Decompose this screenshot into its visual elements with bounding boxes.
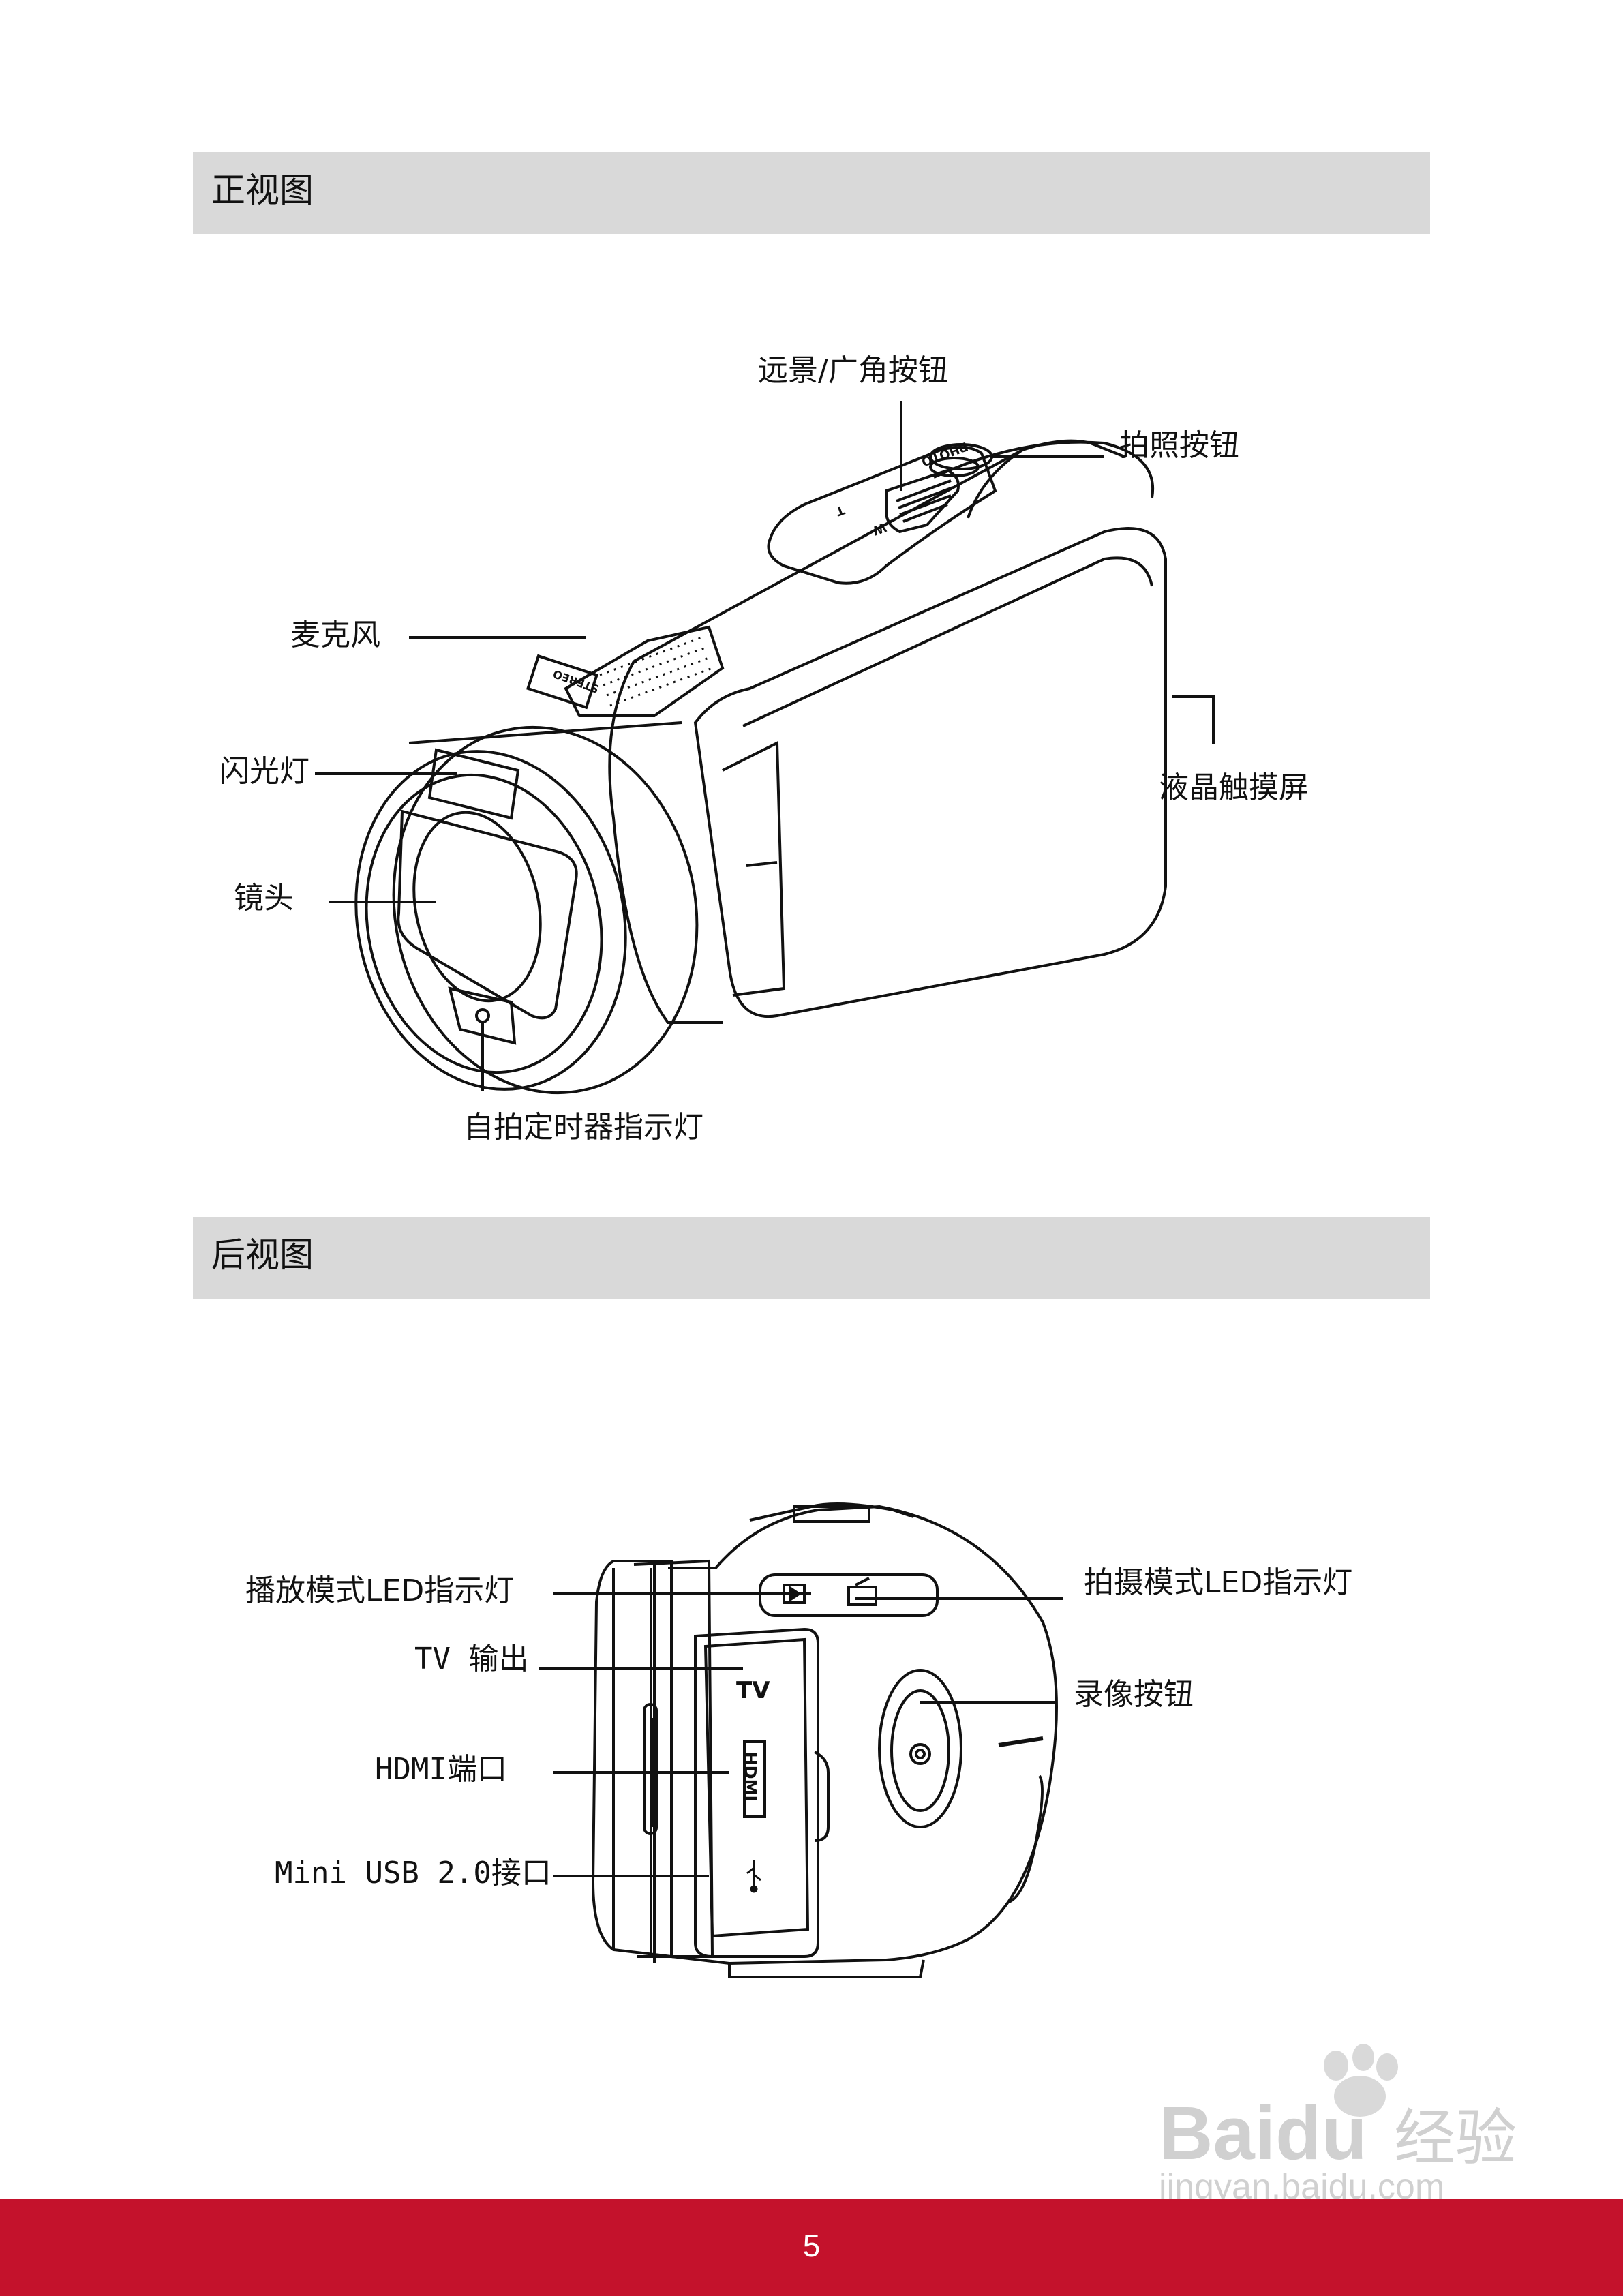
photo-button-label: 拍照按钮 (1119, 428, 1239, 463)
lcd-touchscreen-label: 液晶触摸屏 (1159, 770, 1309, 805)
front-view-header: 正视图 (193, 152, 1430, 234)
playback-led-label: 播放模式LED指示灯 (245, 1573, 515, 1608)
device-hdmi-label: HDMI (740, 1751, 760, 1802)
tele-wide-button-label: 远景/广角按钮 (758, 353, 948, 388)
self-timer-led-label: 自拍定时器指示灯 (464, 1110, 703, 1145)
device-tv-label: TV (736, 1677, 770, 1704)
microphone-label: 麦克风 (290, 618, 380, 652)
front-view-illustration (315, 401, 1215, 1095)
lens-label: 镜头 (234, 881, 294, 916)
usb-icon (746, 1860, 761, 1893)
record-button-label: 录像按钮 (1074, 1677, 1194, 1712)
paw-icon (1324, 2044, 1398, 2117)
watermark-brand: Baidu (1159, 2091, 1367, 2175)
rear-view-header: 后视图 (193, 1217, 1430, 1299)
hdmi-port-label: HDMI端口 (375, 1752, 507, 1787)
flash-label: 闪光灯 (219, 754, 309, 789)
watermark-product: 经验 (1394, 2102, 1517, 2174)
front-view-title: 正视图 (211, 170, 314, 210)
page-number: 5 (802, 2228, 821, 2263)
mini-usb-label: Mini USB 2.0接口 (275, 1856, 551, 1890)
rear-view-title: 后视图 (211, 1235, 314, 1275)
capture-led-label: 拍摄模式LED指示灯 (1084, 1565, 1353, 1600)
baidu-jingyan-watermark: Baidu 经验 jingyan.baidu.com (1152, 2038, 1534, 2206)
tv-out-label: TV 输出 (414, 1642, 529, 1676)
rear-view-illustration (539, 1502, 1063, 1978)
footer-bar (0, 2199, 1623, 2296)
